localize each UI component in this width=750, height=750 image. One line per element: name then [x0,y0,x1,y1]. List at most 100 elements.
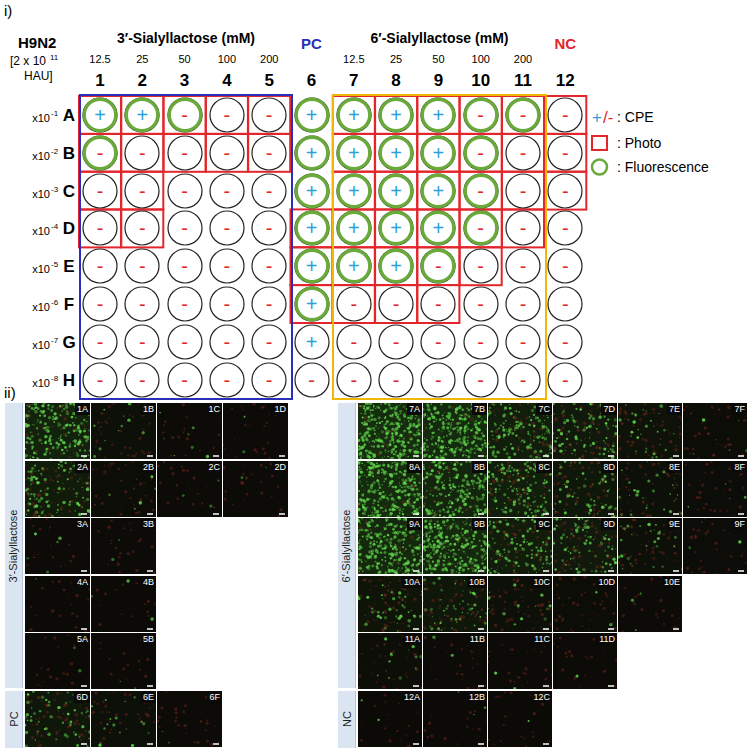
cell-dot [374,430,376,432]
cell-dot [118,539,120,541]
cell-dot [403,430,406,433]
cell-dot [121,613,123,615]
cell-dot [164,420,167,423]
cell-dot [389,440,392,443]
cell-dot [93,700,95,702]
cell-dot [129,523,131,525]
cell-dot [147,614,149,616]
plate-well: + [420,173,456,209]
cell-dot [52,580,54,582]
cell-dot [178,724,180,726]
cell-dot [38,720,40,722]
cell-dot [68,445,71,448]
cell-dot [95,726,96,727]
cell-dot [153,704,154,705]
cell-dot [224,448,226,450]
cell-dot [55,470,57,472]
plate-well: - [505,97,541,133]
cell-dot [40,506,41,507]
micrograph-tile: 4B [91,576,156,632]
cpe-sign: + [433,181,445,201]
cell-dot [70,560,73,563]
cell-dot [111,539,113,541]
cell-dot [108,423,109,424]
plate-well: - [209,210,245,246]
cell-dot [269,414,271,416]
micrograph-tile: 6D [25,691,90,747]
cell-dot [442,418,444,420]
cell-dot [76,454,79,457]
cpe-sign: - [477,181,484,201]
cell-dot [463,436,466,439]
cell-dot [385,430,387,432]
cell-dot [44,728,46,730]
cell-dot [79,735,81,737]
cell-dot [218,741,220,743]
cell-dot [62,482,63,483]
cell-dot [49,714,52,717]
cell-dot [186,469,189,472]
cell-dot [49,512,52,515]
cpe-sign: + [390,218,402,238]
cell-dot [455,411,457,413]
cell-dot [66,450,68,452]
cell-dot [360,444,361,445]
cell-dot [34,424,35,425]
cell-dot [118,556,120,558]
cell-dot [109,658,111,660]
cell-dot [124,490,127,493]
cell-dot [81,486,82,487]
cell-dot [196,493,197,494]
cell-dot [42,682,44,684]
cell-dot [31,466,34,469]
cell-dot [43,714,46,717]
cell-dot [38,438,42,442]
group-heading: 3′-Sialyllactose (mM) [81,30,291,47]
cell-dot [31,735,34,738]
cpe-sign: + [94,105,106,125]
cpe-sign: - [435,294,442,314]
cell-dot [240,406,241,407]
cell-dot [192,426,195,429]
cell-dot [34,407,36,409]
cell-dot [387,433,388,434]
plate-well: - [547,362,583,398]
cell-dot [176,497,179,500]
cell-dot [74,439,77,442]
plate-well: + [378,97,414,133]
cpe-sign: - [97,332,104,352]
plate-well: - [209,324,245,360]
cell-dot [106,711,107,712]
cell-dot [58,463,60,465]
cell-dot [52,416,54,418]
cell-dot [29,470,32,473]
cell-dot [370,418,373,421]
cell-dot [47,407,50,410]
cell-dot [182,403,186,407]
cell-dot [59,437,61,439]
cell-dot [398,405,399,406]
cell-dot [117,652,118,653]
cell-dot [181,465,183,467]
micrograph-tile: 5A [25,633,90,689]
cell-dot [28,437,31,440]
cell-dot [59,428,62,431]
cell-dot [70,603,72,605]
cell-dot [60,702,61,703]
cell-dot [370,412,372,414]
cell-dot [52,446,55,449]
cell-dot [45,698,47,700]
cpe-sign: - [139,143,146,163]
cell-dot [60,475,62,477]
plate-well: - [124,210,160,246]
cell-dot [31,407,34,410]
cell-dot [386,457,387,458]
cell-dot [129,651,130,652]
cell-dot [53,412,56,415]
cell-dot [160,706,163,709]
cell-dot [485,428,487,430]
cell-dot [96,440,98,442]
cell-dot [37,733,38,734]
cell-dot [104,440,106,442]
cpe-sign: - [350,370,357,390]
